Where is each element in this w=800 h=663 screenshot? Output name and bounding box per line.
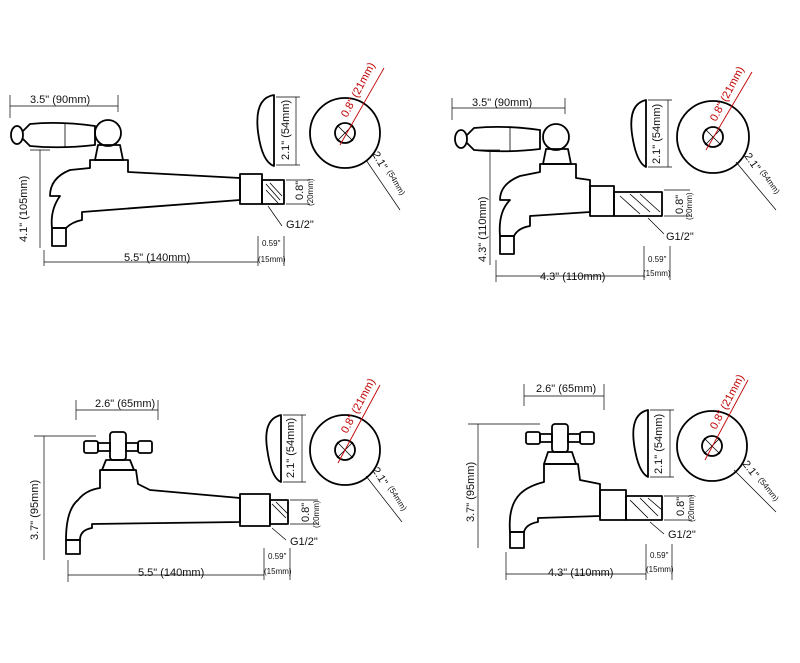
faucet-panel-lever-short: 3.5" (90mm) 4.3" (110mm) 0.8" (20mm) G1/… xyxy=(451,65,782,283)
flange-front-view: 0.8" (21mm) 2.1" (54mm) xyxy=(676,373,781,513)
faucet-body xyxy=(498,148,663,255)
cross-handle xyxy=(525,423,595,465)
thread-len-mm: (15mm) xyxy=(264,567,292,576)
thread-label: G1/2" xyxy=(666,231,694,243)
thread-len-mm: (15mm) xyxy=(258,255,286,264)
hole-label: 0.8" (21mm) xyxy=(708,373,747,432)
outlet-label: 0.8" xyxy=(674,195,686,214)
lever-handle xyxy=(10,119,122,149)
outlet-mm: (20mm) xyxy=(685,192,694,220)
thread-label: G1/2" xyxy=(286,219,314,231)
flange-dia-mm: (54mm) xyxy=(758,168,781,196)
flange-height-label: 2.1" (54mm) xyxy=(651,104,663,164)
width-label: 2.6" (65mm) xyxy=(536,383,596,395)
flange-side-view: 2.1" (54mm) xyxy=(632,409,674,478)
faucet-panel-cross-short: 2.6" (65mm) 3.7" (95mm) 0.8" (20mm) G1/2… xyxy=(465,373,781,580)
faucet-panel-cross-long: 2.6" (65mm) 3.7" (95mm) 0.8" (20mm) G1/2… xyxy=(29,377,409,582)
flange-side-view: 2.1" (54mm) xyxy=(256,94,300,167)
flange-height-label: 2.1" (54mm) xyxy=(280,100,292,160)
width-label: 3.5" (90mm) xyxy=(30,94,90,106)
flange-dia-mm: (54mm) xyxy=(756,476,780,504)
flange-side-view: 2.1" (54mm) xyxy=(630,99,672,168)
height-label: 4.3" (110mm) xyxy=(477,197,489,262)
outlet-mm: (20mm) xyxy=(687,494,696,522)
height-label: 3.7" (95mm) xyxy=(465,462,477,522)
faucet-body xyxy=(49,144,285,247)
outlet-label: 0.8" xyxy=(300,503,312,522)
flange-height-label: 2.1" (54mm) xyxy=(285,418,297,478)
length-label: 5.5" (140mm) xyxy=(138,567,204,579)
width-label: 2.6" (65mm) xyxy=(95,398,155,410)
outlet-label: 0.8" xyxy=(294,181,306,200)
thread-len: 0.59" xyxy=(262,239,281,248)
flange-front-view: 0.8" (21mm) 2.1" (54mm) xyxy=(309,377,409,523)
outlet-mm: (20mm) xyxy=(312,500,321,528)
thread-len-mm: (15mm) xyxy=(646,565,674,574)
thread-label: G1/2" xyxy=(290,536,318,548)
flange-dia-mm: (54mm) xyxy=(386,484,408,512)
cross-handle xyxy=(83,431,153,471)
flange-height-label: 2.1" (54mm) xyxy=(653,414,665,474)
thread-len: 0.59" xyxy=(648,255,667,264)
lever-handle xyxy=(454,123,570,153)
length-label: 4.3" (110mm) xyxy=(540,271,605,283)
faucet-body xyxy=(65,469,289,555)
length-label: 5.5" (140mm) xyxy=(124,252,190,264)
thread-len: 0.59" xyxy=(268,552,287,561)
flange-side-view: 2.1" (54mm) xyxy=(265,414,306,483)
faucet-panel-lever-long: 3.5" (90mm) 4.1" (105mm) 0.8" (20mm) G1/… xyxy=(9,61,407,266)
outlet-mm: (20mm) xyxy=(306,178,315,206)
height-label: 3.7" (95mm) xyxy=(29,480,41,540)
thread-len-mm: (15mm) xyxy=(643,269,671,278)
length-label: 4.3" (110mm) xyxy=(548,567,613,579)
flange-front-view: 0.8" (21mm) 2.1" (54mm) xyxy=(676,65,782,211)
outlet-label: 0.8" xyxy=(675,497,687,516)
flange-front-view: 0.8" (21mm) 2.1" (54mm) xyxy=(309,61,407,211)
thread-label: G1/2" xyxy=(668,529,696,541)
width-label: 3.5" (90mm) xyxy=(472,97,532,109)
height-label: 4.1" (105mm) xyxy=(18,176,30,242)
thread-len: 0.59" xyxy=(650,551,669,560)
faucet-body xyxy=(508,463,663,549)
